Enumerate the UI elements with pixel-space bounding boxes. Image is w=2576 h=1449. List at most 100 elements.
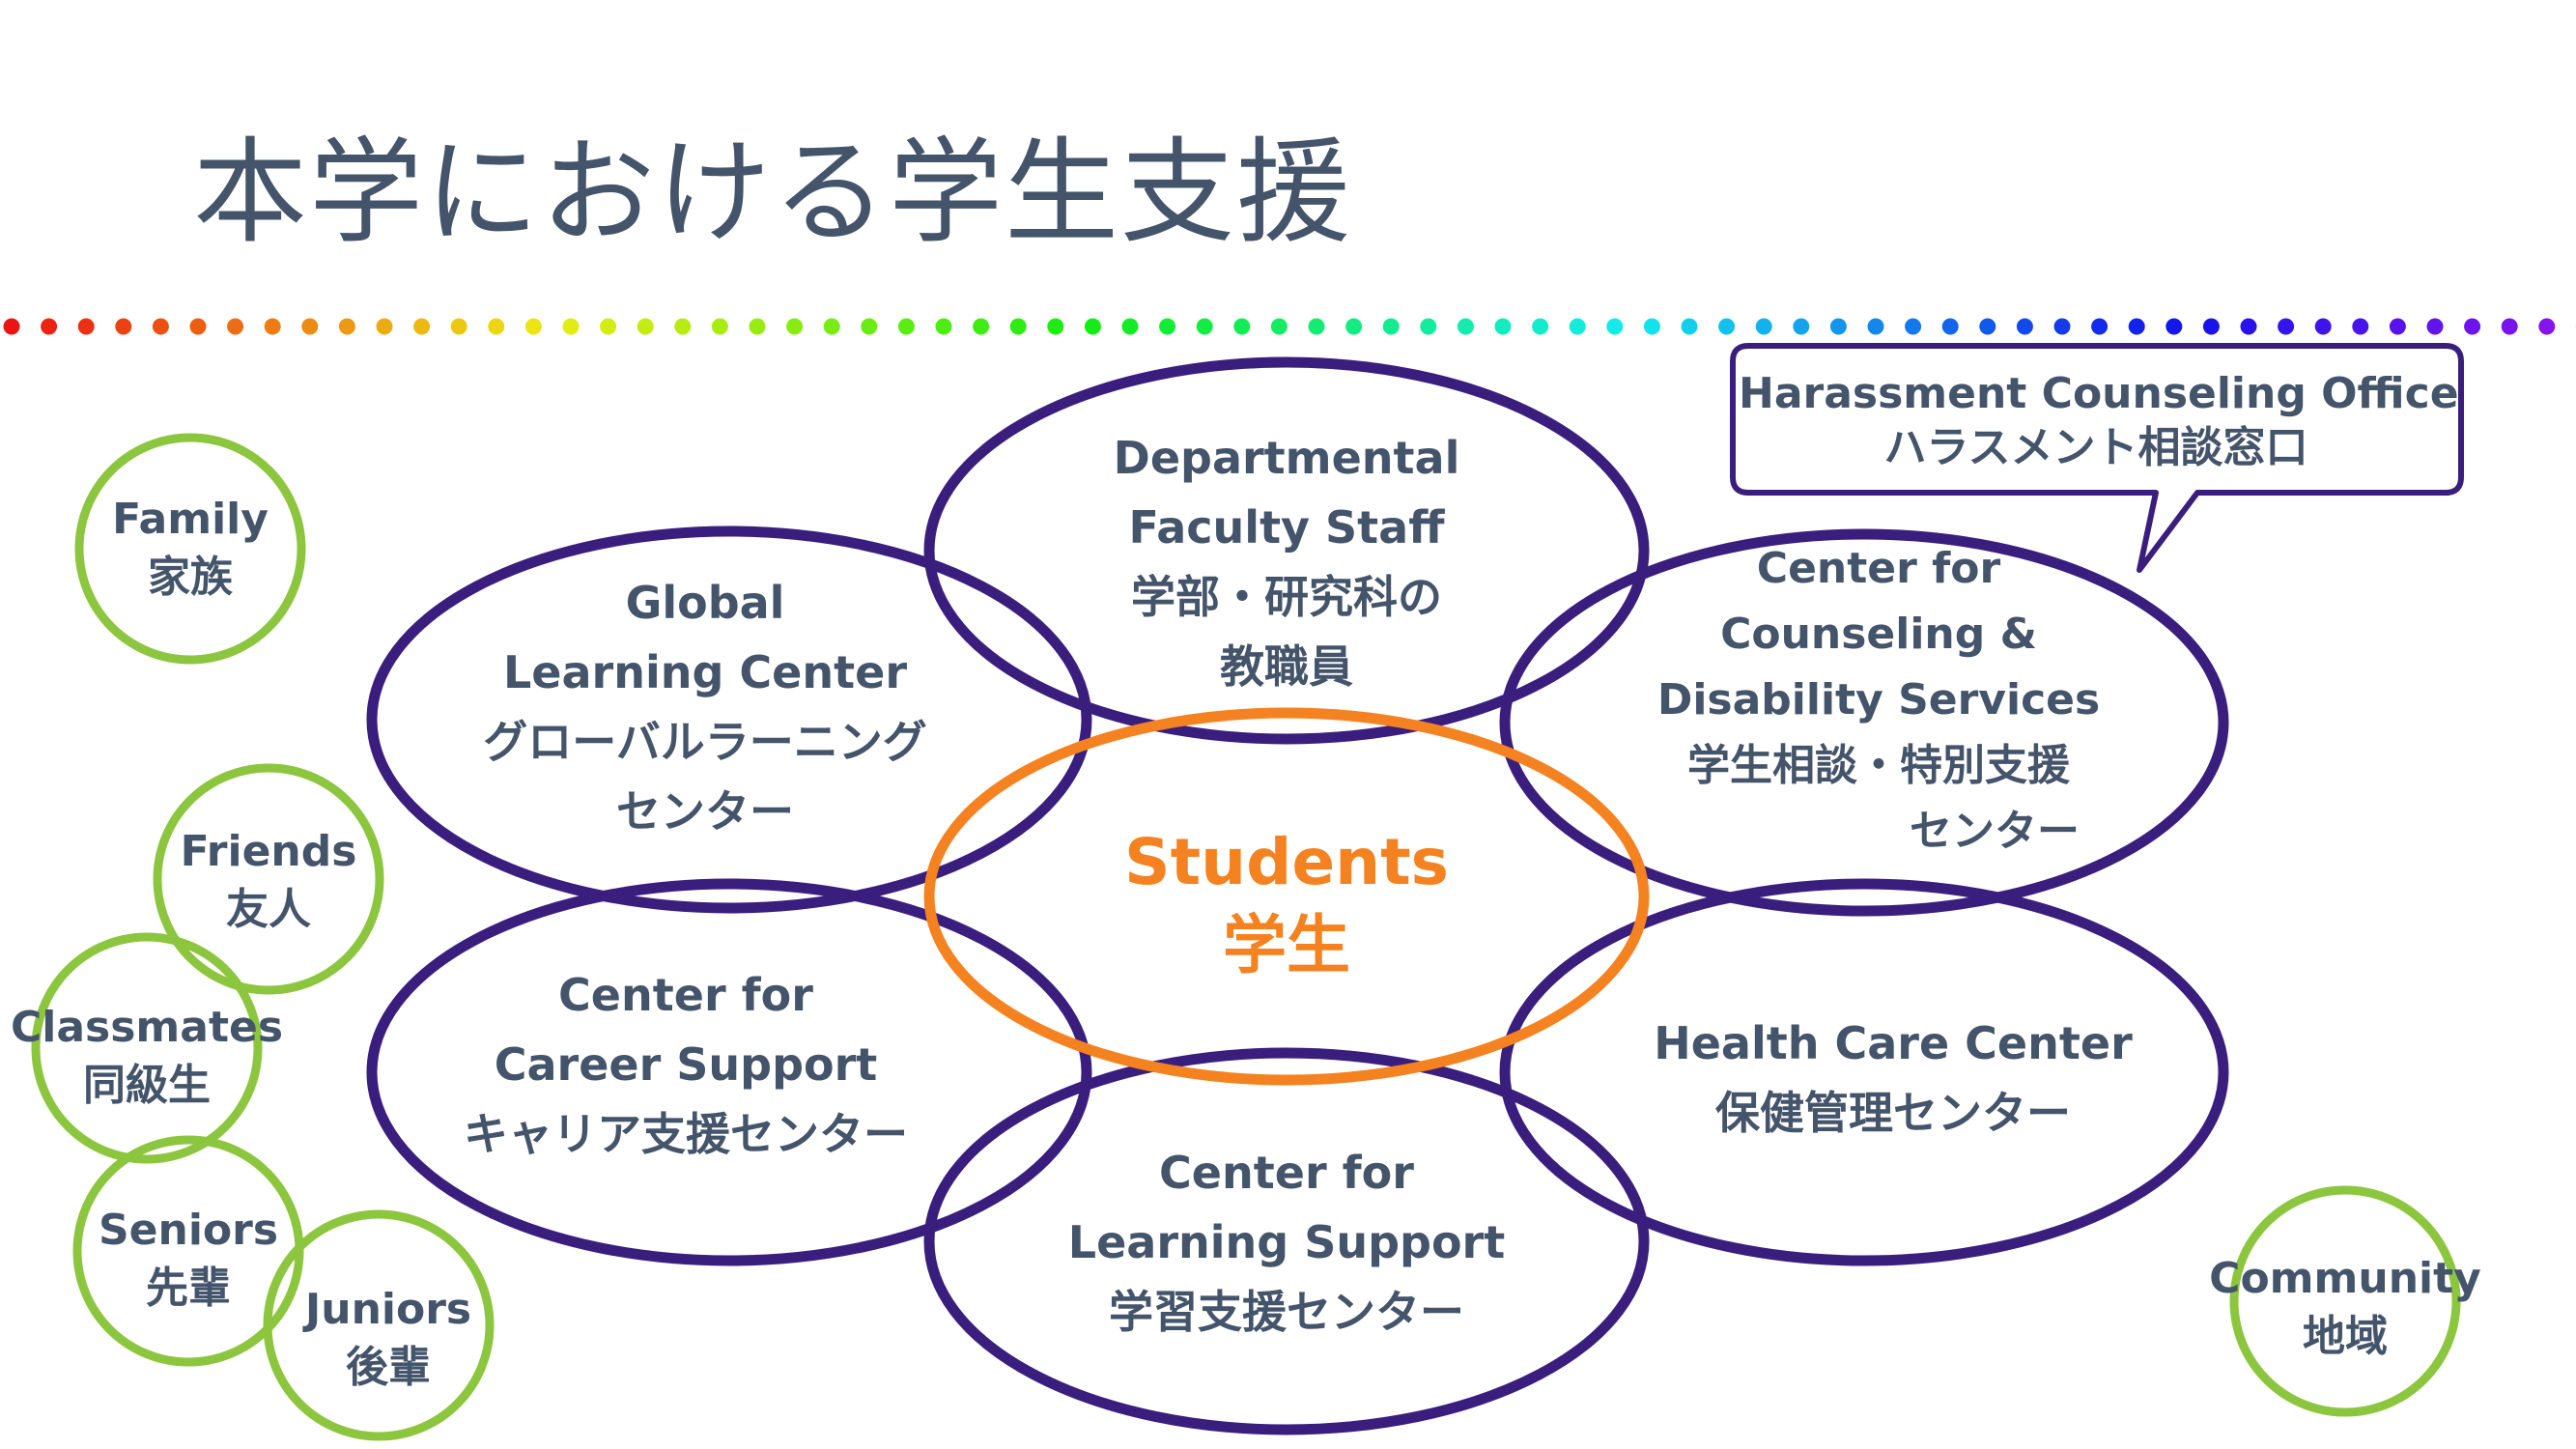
ring-career-support — [366, 878, 1092, 1266]
learning-line1: Center for — [1159, 1147, 1414, 1199]
friends-ja: 友人 — [226, 885, 311, 934]
divider-dot — [338, 318, 355, 335]
juniors-ja: 後輩 — [346, 1343, 431, 1392]
divider-dot — [1793, 318, 1810, 335]
divider-dot — [973, 318, 990, 335]
divider-dot — [1905, 318, 1922, 335]
divider-dot — [2501, 318, 2518, 335]
divider-dot — [674, 318, 692, 335]
divider-dot — [2202, 318, 2220, 335]
global-line3: グローバルラーニング — [483, 716, 927, 768]
label-classmates: Classmates 同級生 — [2, 999, 292, 1115]
divider-dot — [3, 318, 20, 335]
counseling-line5: センター — [1910, 807, 2080, 856]
divider-dot — [2538, 318, 2556, 335]
label-seniors: Seniors 先輩 — [72, 1202, 304, 1318]
learning-line2: Learning Support — [1067, 1216, 1506, 1268]
counseling-line1: Center for — [1756, 544, 2001, 593]
label-global-learning-center: Global Learning Center グローバルラーニング センター — [386, 568, 1024, 846]
divider-dot — [935, 318, 952, 335]
divider-dot — [264, 318, 281, 335]
circle-juniors — [263, 1209, 495, 1441]
callout-line1: Harassment Counseling Office — [1739, 369, 2459, 418]
departmental-line1: Departmental — [1113, 432, 1460, 484]
divider-dot — [1121, 318, 1139, 335]
divider-dot — [823, 318, 840, 335]
label-learning-support: Center for Learning Support 学習支援センター — [997, 1138, 1576, 1347]
divider-dot — [600, 318, 617, 335]
ring-health-care-center — [1499, 878, 2229, 1266]
divider-dot — [301, 318, 319, 335]
divider-dot — [488, 318, 505, 335]
divider-dot — [1270, 318, 1288, 335]
circle-classmates — [31, 932, 263, 1164]
ring-students — [923, 707, 1650, 1086]
label-departmental-faculty-staff: Departmental Faculty Staff 学部・研究科の 教職員 — [997, 423, 1576, 701]
departmental-line2: Faculty Staff — [1128, 501, 1445, 554]
divider-dot — [1755, 318, 1772, 335]
divider-dot — [711, 318, 728, 335]
divider-dot — [2278, 318, 2295, 335]
students-en: Students — [1124, 825, 1449, 899]
divider-dot — [1494, 318, 1512, 335]
divider-dot — [1606, 318, 1624, 335]
global-line1: Global — [625, 577, 785, 629]
family-ja: 家族 — [148, 553, 233, 602]
circle-community — [2229, 1185, 2461, 1417]
divider-dot — [1569, 318, 1586, 335]
health-line2: 保健管理センター — [1715, 1087, 2071, 1139]
ring-counseling-disability-services — [1499, 528, 2229, 917]
ring-learning-support — [923, 1047, 1650, 1435]
divider-dot — [1009, 318, 1027, 335]
divider-dot — [1382, 318, 1400, 335]
divider-dot — [115, 318, 132, 335]
divider-dot — [2128, 318, 2145, 335]
divider-dot — [77, 318, 95, 335]
students-ja: 学生 — [1223, 908, 1350, 982]
health-line1: Health Care Center — [1654, 1017, 2133, 1069]
divider-dot — [1979, 318, 1996, 335]
divider-dot — [2053, 318, 2071, 335]
friends-en: Friends — [180, 827, 357, 876]
divider-dot — [861, 318, 878, 335]
label-health-care-center: Health Care Center 保健管理センター — [1603, 1009, 2183, 1148]
career-line1: Center for — [558, 969, 813, 1021]
label-family: Family 家族 — [74, 491, 306, 607]
divider-dot — [1345, 318, 1363, 335]
divider-dot — [2464, 318, 2481, 335]
divider-dot — [189, 318, 207, 335]
divider-dot — [2389, 318, 2406, 335]
community-ja: 地域 — [2303, 1312, 2388, 1361]
circle-friends — [153, 763, 384, 995]
divider-dot — [1308, 318, 1325, 335]
divider-dot — [1643, 318, 1660, 335]
classmates-en: Classmates — [10, 1003, 284, 1052]
divider-dot — [1420, 318, 1437, 335]
divider-dot — [2352, 318, 2369, 335]
community-en: Community — [2209, 1254, 2481, 1303]
circle-family — [74, 433, 306, 665]
label-juniors: Juniors 後輩 — [272, 1281, 504, 1397]
career-line3: キャリア支援センター — [464, 1108, 908, 1160]
divider-dot — [2091, 318, 2109, 335]
departmental-line4: 教職員 — [1220, 640, 1353, 693]
divider-dot — [1084, 318, 1101, 335]
divider-dot — [1047, 318, 1064, 335]
label-career-support: Center for Career Support キャリア支援センター — [396, 960, 976, 1169]
label-counseling-disability-services: Center for Counseling & Disability Servi… — [1584, 536, 2173, 865]
divider-dot — [1681, 318, 1698, 335]
divider-dot — [2426, 318, 2444, 335]
divider-dot — [749, 318, 766, 335]
seniors-en: Seniors — [98, 1206, 279, 1255]
divider-dot — [637, 318, 654, 335]
ring-global-learning-center — [366, 526, 1092, 914]
callout-bubble — [1730, 343, 2464, 573]
label-students: Students 学生 — [997, 821, 1576, 987]
family-en: Family — [112, 495, 269, 544]
callout-line2: ハラスメント相談窓口 — [1883, 423, 2308, 472]
counseling-line3: Disability Services — [1656, 675, 2101, 724]
counseling-line4: 学生相談・特別支援 — [1687, 741, 2070, 790]
divider-dot — [1457, 318, 1474, 335]
divider-dot — [450, 318, 467, 335]
